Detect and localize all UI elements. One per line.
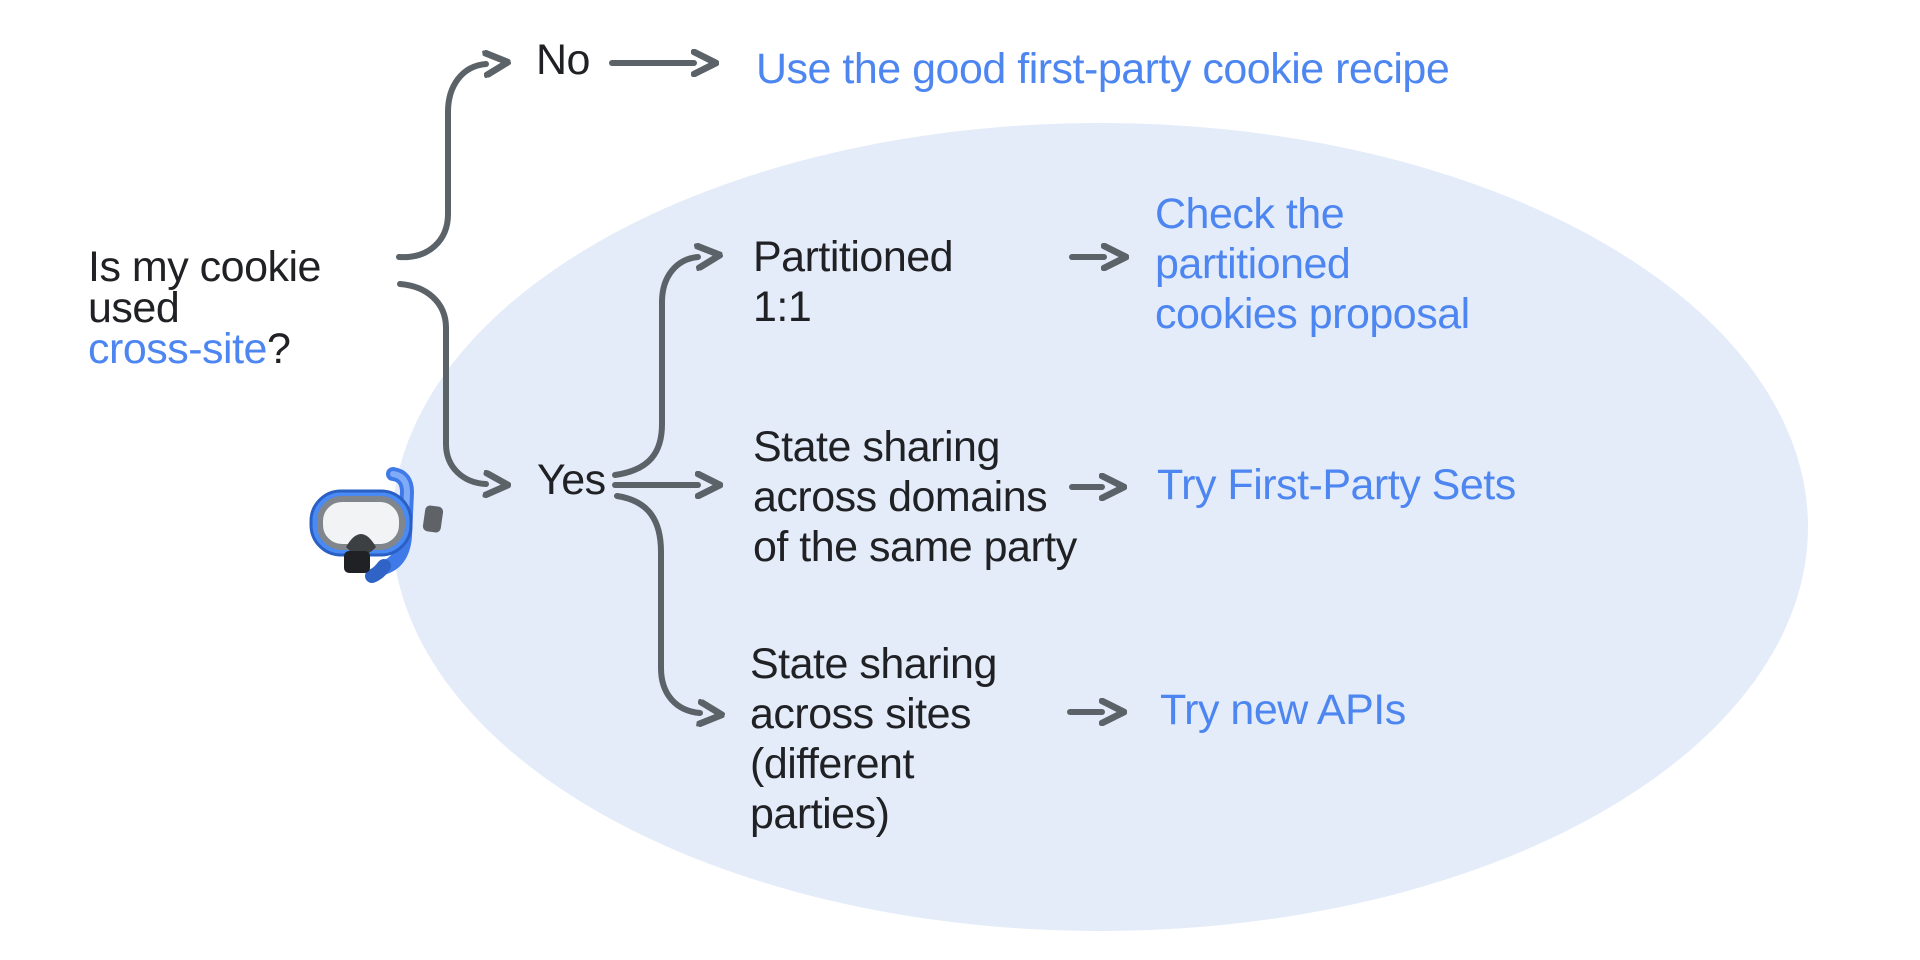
- question-crosssite-link[interactable]: cross-site: [88, 325, 267, 373]
- condition-sites-different-parties: State sharing across sites (different pa…: [750, 640, 997, 838]
- arrow-question-to-yes: [397, 281, 486, 484]
- question-text: Is my cookie used cross-site?: [88, 206, 321, 373]
- result-new-apis-link[interactable]: Try new APIs: [1160, 686, 1406, 734]
- result-partitioned-proposal-link[interactable]: Check the partitioned cookies proposal: [1155, 190, 1470, 338]
- arrow-yes-to-partitioned: [612, 257, 698, 478]
- no-result-link[interactable]: Use the good first-party cookie recipe: [756, 45, 1450, 93]
- diving-mask-icon: [309, 467, 444, 583]
- arrow-question-to-no: [396, 64, 486, 261]
- yes-label: Yes: [537, 456, 606, 504]
- condition-domains-same-party: State sharing across domains of the same…: [753, 423, 1077, 571]
- result-first-party-sets-link[interactable]: Try First-Party Sets: [1157, 461, 1516, 509]
- arrow-yes-to-sites: [614, 493, 700, 713]
- question-black-part: Is my cookie used: [88, 243, 321, 332]
- question-suffix: ?: [266, 325, 291, 373]
- condition-partitioned: Partitioned 1:1: [753, 233, 954, 331]
- yes-group-ellipse: [392, 123, 1808, 931]
- no-label: No: [536, 36, 590, 84]
